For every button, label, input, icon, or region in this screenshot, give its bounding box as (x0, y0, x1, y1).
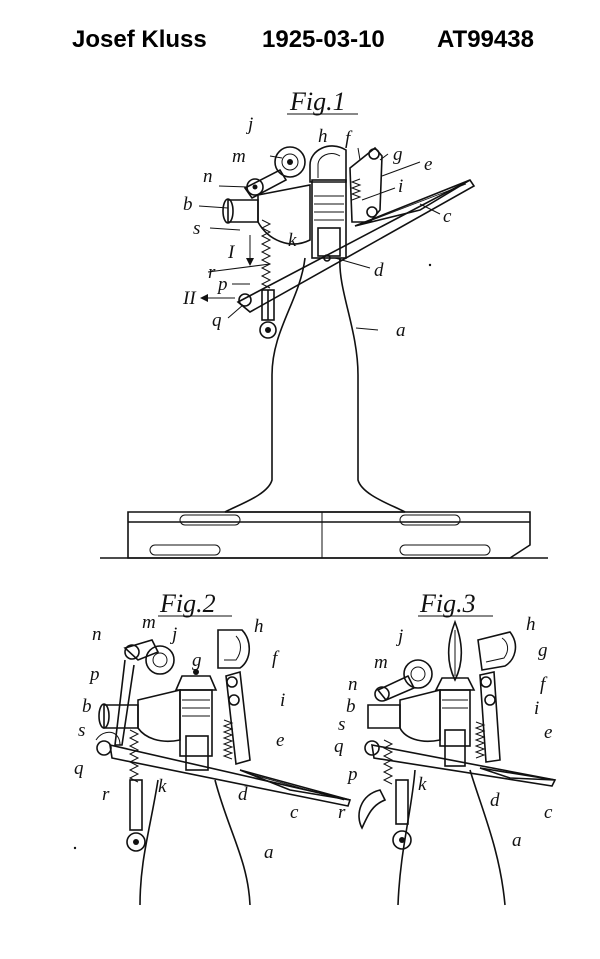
stand-base (128, 512, 530, 558)
fig1-label-h: h (318, 126, 328, 147)
fig2-label-h: h (254, 616, 264, 637)
fig2-label-i: i (280, 690, 285, 711)
fig2-label-p: p (88, 664, 100, 685)
fig1-label-s: s (193, 218, 200, 239)
figure-3: Fig.3 (334, 589, 555, 905)
figure-1-title: Fig.1 (289, 87, 346, 116)
fig1-label-r: r (208, 262, 216, 283)
fig3-label-m: m (374, 652, 388, 673)
stand-slot-lower-left (150, 545, 220, 555)
fig3-label-q: q (334, 736, 344, 757)
fig2-label-s: s (78, 720, 85, 741)
fig2-label-b: b (82, 696, 92, 717)
fig2-burner-body (138, 690, 180, 741)
fig3-label-i: i (534, 698, 539, 719)
fig2-label-k: k (158, 776, 167, 797)
fig1-label-I: I (227, 242, 236, 263)
fig3-label-n: n (348, 674, 358, 695)
fig3-label-r: r (338, 802, 346, 823)
fig2-label-f: f (272, 648, 280, 669)
figure-1: Fig.1 (100, 87, 548, 558)
fig3-label-p: p (346, 764, 358, 785)
stand-slot-right (400, 515, 460, 525)
fig3-arm-n (378, 676, 414, 700)
fig3-spring (384, 740, 392, 784)
fig2-label-m: m (142, 612, 156, 633)
fig1-label-d: d (374, 260, 384, 281)
cap-h (310, 146, 346, 182)
fig1-label-II: II (182, 288, 197, 309)
fig2-label-e: e (276, 730, 284, 751)
fig1-label-k: k (288, 230, 297, 251)
fig3-label-j: j (395, 626, 403, 647)
fig3-label-k: k (418, 774, 427, 795)
fig1-label-q: q (212, 310, 222, 331)
fig3-label-d: d (490, 790, 500, 811)
fig1-label-g: g (393, 144, 403, 165)
fig3-spring-i (476, 722, 484, 758)
fig3-label-s: s (338, 714, 345, 735)
fig3-label-e: e (544, 722, 552, 743)
fig1-label-c: c (443, 206, 452, 227)
fig3-label-a: a (512, 830, 522, 851)
burner-body (258, 185, 310, 244)
bottle-body-a (225, 258, 405, 512)
figure-2: Fig.2 (74, 589, 350, 905)
fig2-label-j: j (169, 624, 177, 645)
stand-slot-lower-right (400, 545, 490, 555)
fig3-label-g: g (538, 640, 548, 661)
fig2-rod-k (130, 780, 142, 830)
fig2-label-q: q (74, 758, 84, 779)
fig1-label-b: b (183, 194, 193, 215)
fig3-bottle-a (398, 770, 505, 905)
stand-slot-left (180, 515, 240, 525)
fig2-label-n: n (92, 624, 102, 645)
fig3-burner-body (400, 690, 440, 741)
fig3-rod-k (396, 780, 408, 824)
fig1-label-f: f (345, 128, 353, 149)
fig2-label-g: g (192, 650, 202, 671)
fig2-label-a: a (264, 842, 274, 863)
fig2-spring-r (130, 730, 138, 782)
fig2-label-d: d (238, 784, 248, 805)
fig3-lever-tip-c (480, 768, 555, 780)
fig1-label-i: i (398, 176, 403, 197)
fig3-hook-r (359, 790, 385, 828)
fig3-cap-h (478, 632, 515, 670)
valve-core (318, 228, 340, 256)
spring-i (352, 179, 360, 200)
fig3-label-h: h (526, 614, 536, 635)
fig3-wheel-j (404, 660, 432, 688)
fig1-label-m: m (232, 146, 246, 167)
fig3-nozzle-b (368, 705, 400, 728)
fig3-label-f: f (540, 674, 548, 695)
fig1-label-p: p (216, 274, 228, 295)
fig1-label-e: e (424, 154, 432, 175)
fig2-label-r: r (102, 784, 110, 805)
fig1-label-j: j (245, 114, 253, 135)
fig3-label-c: c (544, 802, 553, 823)
fig2-spring-i (224, 720, 232, 759)
stray-dot (429, 264, 431, 266)
fig2-wheel-j (146, 646, 174, 674)
figure-3-title: Fig.3 (419, 589, 476, 618)
fig2-label-c: c (290, 802, 299, 823)
fig2-cap-h (218, 630, 249, 668)
fig2-bottle-a (140, 780, 250, 905)
fig2-arm-n (125, 640, 158, 660)
stray-dot (74, 847, 76, 849)
fig1-label-a: a (396, 320, 406, 341)
valve-housing (312, 180, 346, 258)
fig3-label-b: b (346, 696, 356, 717)
fig2-rod-p (115, 660, 134, 745)
figure-2-title: Fig.2 (159, 589, 216, 618)
fig2-pivot-q (97, 741, 111, 755)
fig1-label-n: n (203, 166, 213, 187)
